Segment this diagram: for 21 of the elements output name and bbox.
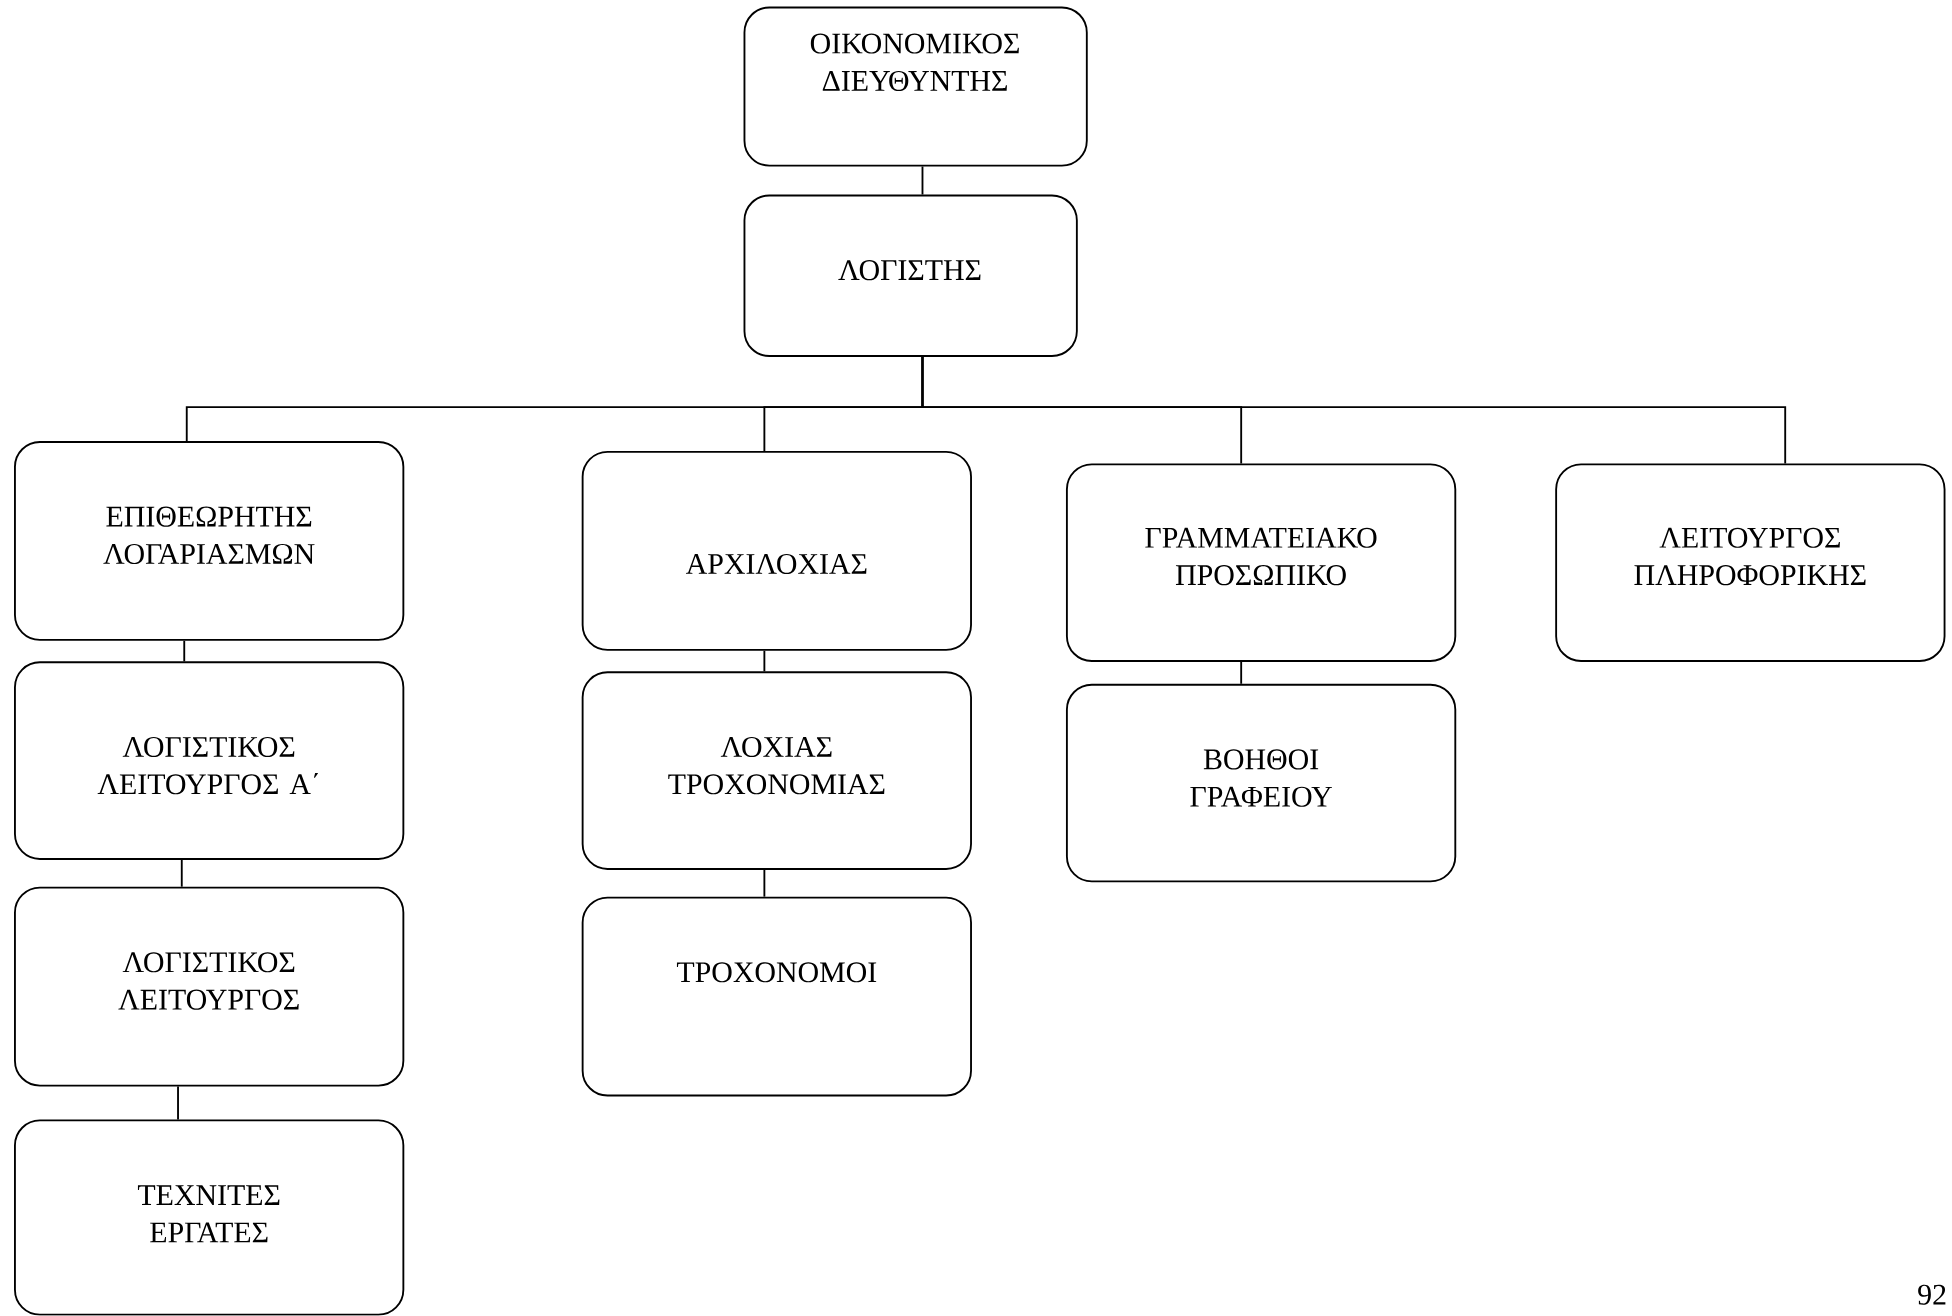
connector-line [177,1085,179,1121]
org-box: ΛΕΙΤΟΥΡΓΟΣ ΠΛΗΡΟΦΟΡΙΚΗΣ [1555,463,1946,663]
connector-line [1240,661,1243,685]
connector-line [183,639,186,663]
page-number: 92 [1918,1284,1946,1305]
org-box: ΓΡΑΜΜΑΤΕΙΑΚΟ ΠΡΟΣΩΠΙΚΟ [1065,463,1457,663]
connector-line [763,869,766,898]
connector-line [180,859,183,888]
org-box: ΛΟΧΙΑΣ ΤΡΟΧΟΝΟΜΙΑΣ [581,671,972,870]
org-box: ΤΡΟΧΟΝΟΜΟΙ [581,896,972,1097]
org-box: ΒΟΗΘΟΙ ΓΡΑΦΕΙΟΥ [1065,683,1457,883]
connector-line [921,356,1787,465]
org-box: ΟΙΚΟΝΟΜΙΚΟΣ ΔΙΕΥΘΥΝΤΗΣ [743,6,1088,167]
org-box: ΤΕΧΝΙΤΕΣ ΕΡΓΑΤΕΣ [14,1119,405,1316]
org-box: ΛΟΓΙΣΤΙΚΟΣ ΛΕΙΤΟΥΡΓΟΣ Α΄ [14,661,405,860]
org-box: ΛΟΓΙΣΤΗΣ [743,194,1078,358]
org-box: ΑΡΧΙΛΟΧΙΑΣ [581,451,972,651]
org-box: ΕΠΙΘΕΩΡΗΤΗΣ ΛΟΓΑΡΙΑΣΜΩΝ [14,441,405,641]
connector-line [921,165,924,196]
connector-line [763,649,766,673]
org-box: ΛΟΓΙΣΤΙΚΟΣ ΛΕΙΤΟΥΡΓΟΣ [14,886,405,1087]
